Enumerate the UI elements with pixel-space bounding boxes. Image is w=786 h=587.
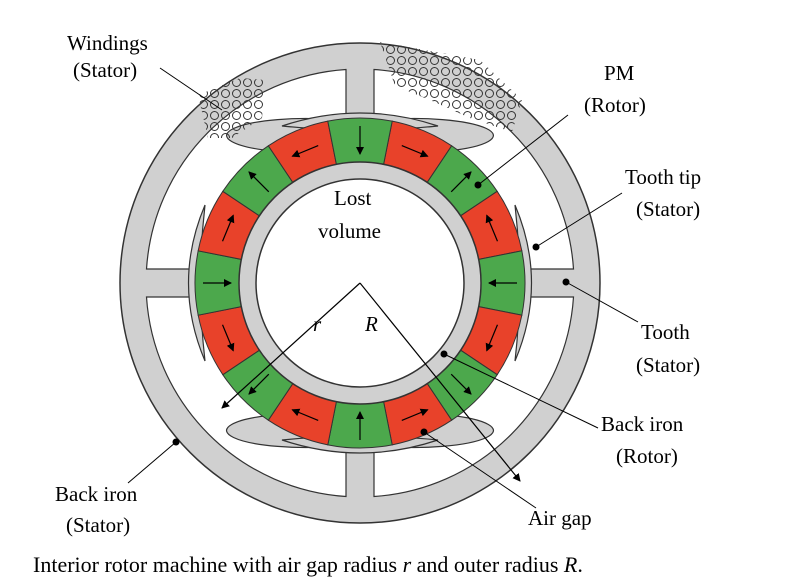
label-pm-line2: (Rotor) xyxy=(584,93,646,117)
label-back-iron-stator-line2: (Stator) xyxy=(66,513,130,537)
caption-part3: . xyxy=(577,552,583,577)
leader-windings xyxy=(159,67,223,111)
label-lost-volume-line2: volume xyxy=(318,219,381,243)
magnetization-arrow xyxy=(221,214,235,242)
label-windings-line2: (Stator) xyxy=(73,58,137,82)
leader-back-iron-stator-dot xyxy=(172,438,180,446)
figure-caption: Interior rotor machine with air gap radi… xyxy=(33,552,583,577)
caption-r: r xyxy=(403,552,412,577)
magnetization-arrow xyxy=(401,144,429,158)
caption-R: R xyxy=(563,552,578,577)
label-radius-R: R xyxy=(364,312,378,336)
leader-tooth-dot xyxy=(562,278,570,286)
magnetization-arrow xyxy=(248,373,270,395)
windings-top-left xyxy=(198,78,265,138)
leader-air-gap-dot xyxy=(420,428,428,436)
leader-tooth-tip-dot xyxy=(532,243,540,251)
magnetization-arrow xyxy=(450,373,472,395)
leader-air-gap xyxy=(423,431,537,509)
leader-back-iron-stator xyxy=(127,441,177,484)
label-radius-r: r xyxy=(313,312,322,336)
magnetization-arrow xyxy=(485,214,499,242)
radius-R-line xyxy=(359,282,521,482)
leader-back-iron-rotor-dot xyxy=(440,350,448,358)
leader-tooth xyxy=(565,281,639,323)
caption-part1: Interior rotor machine with air gap radi… xyxy=(33,552,403,577)
label-windings-line1: Windings xyxy=(67,31,148,55)
label-lost-volume-line1: Lost xyxy=(334,186,372,210)
magnetization-arrow xyxy=(291,144,319,158)
leader-pm-dot xyxy=(474,181,482,189)
label-back-iron-rotor-line2: (Rotor) xyxy=(616,444,678,468)
magnetization-arrow xyxy=(291,408,319,422)
rotor-magnet-ring xyxy=(194,117,526,449)
magnetization-arrow xyxy=(221,324,235,352)
label-back-iron-stator-line1: Back iron xyxy=(55,482,138,506)
label-tooth-tip-line1: Tooth tip xyxy=(625,165,701,189)
label-back-iron-rotor-line1: Back iron xyxy=(601,412,684,436)
radius-r-line xyxy=(221,282,361,409)
label-tooth-line1: Tooth xyxy=(641,320,690,344)
label-air-gap: Air gap xyxy=(528,506,592,530)
label-tooth-tip-line2: (Stator) xyxy=(636,197,700,221)
label-pm-line1: PM xyxy=(604,61,635,85)
magnetization-arrow xyxy=(401,408,429,422)
magnetization-arrow xyxy=(485,324,499,352)
leader-back-iron-rotor xyxy=(443,353,599,429)
leader-tooth-tip xyxy=(535,192,623,248)
windings-top-right xyxy=(380,42,522,132)
magnetization-arrow xyxy=(248,171,270,193)
caption-part2: and outer radius xyxy=(411,552,564,577)
leader-pm xyxy=(477,114,569,186)
magnetization-arrow xyxy=(450,171,472,193)
label-tooth-line2: (Stator) xyxy=(636,353,700,377)
